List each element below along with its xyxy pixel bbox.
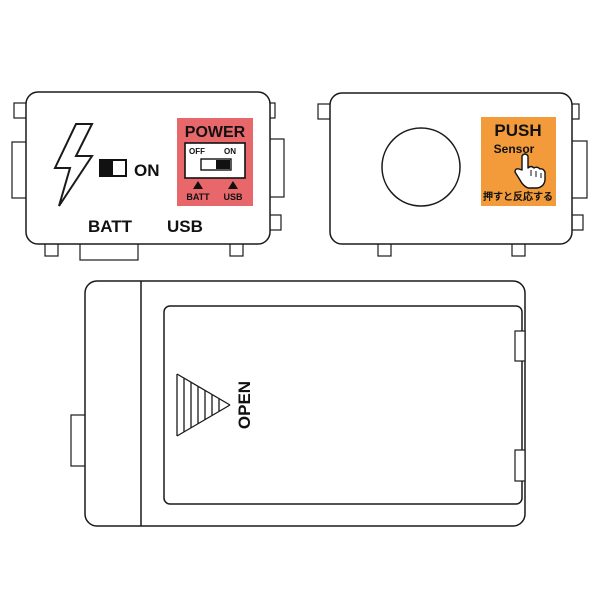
power-off-label: OFF bbox=[189, 147, 205, 156]
sensor-tab-bottom-left bbox=[377, 242, 392, 257]
power-switch-knob bbox=[216, 160, 230, 169]
sensor-tab-left-top bbox=[317, 103, 332, 120]
power-sticker: POWER OFF ON BATT USB bbox=[177, 118, 253, 206]
power-on-label: ON bbox=[224, 147, 236, 156]
batt-arrow-icon bbox=[193, 181, 203, 189]
slide-switch[interactable] bbox=[99, 159, 127, 177]
usb-label: USB bbox=[167, 217, 203, 236]
push-japanese-text: 押すと反応する bbox=[483, 190, 553, 203]
push-sticker-background bbox=[481, 117, 556, 206]
open-label: OPEN bbox=[235, 381, 254, 429]
usb-arrow-icon bbox=[228, 181, 238, 189]
push-title: PUSH bbox=[494, 121, 541, 140]
switch-box: ON BATT USB POWER OFF ON BATT USB bbox=[11, 91, 285, 261]
tab-bottom-right bbox=[229, 242, 244, 257]
switch-state-label: ON bbox=[134, 161, 160, 180]
open-arrow-icon bbox=[176, 373, 231, 437]
push-sticker: PUSH Sensor 押すと反応する bbox=[481, 117, 556, 206]
push-subtitle: Sensor bbox=[494, 142, 535, 156]
tab-left-top bbox=[13, 102, 28, 119]
cover-latch-bottom bbox=[514, 449, 526, 482]
pointing-hand-icon bbox=[514, 153, 546, 189]
power-batt-label: BATT bbox=[186, 192, 210, 202]
battery-box: OPEN bbox=[70, 280, 526, 527]
battery-cover[interactable] bbox=[163, 305, 523, 505]
push-button[interactable] bbox=[381, 127, 461, 207]
cover-latch-top bbox=[514, 330, 526, 362]
batt-label: BATT bbox=[88, 217, 133, 236]
power-title: POWER bbox=[185, 124, 246, 141]
slide-switch-knob bbox=[101, 161, 113, 175]
tab-left-middle bbox=[11, 141, 28, 199]
sensor-box: PUSH Sensor 押すと反応する bbox=[317, 92, 588, 257]
power-usb-label: USB bbox=[223, 192, 243, 202]
tab-bottom-middle bbox=[79, 242, 139, 261]
lightning-icon bbox=[53, 123, 94, 207]
tab-bottom-left bbox=[44, 242, 59, 257]
sensor-tab-bottom-right bbox=[511, 242, 526, 257]
